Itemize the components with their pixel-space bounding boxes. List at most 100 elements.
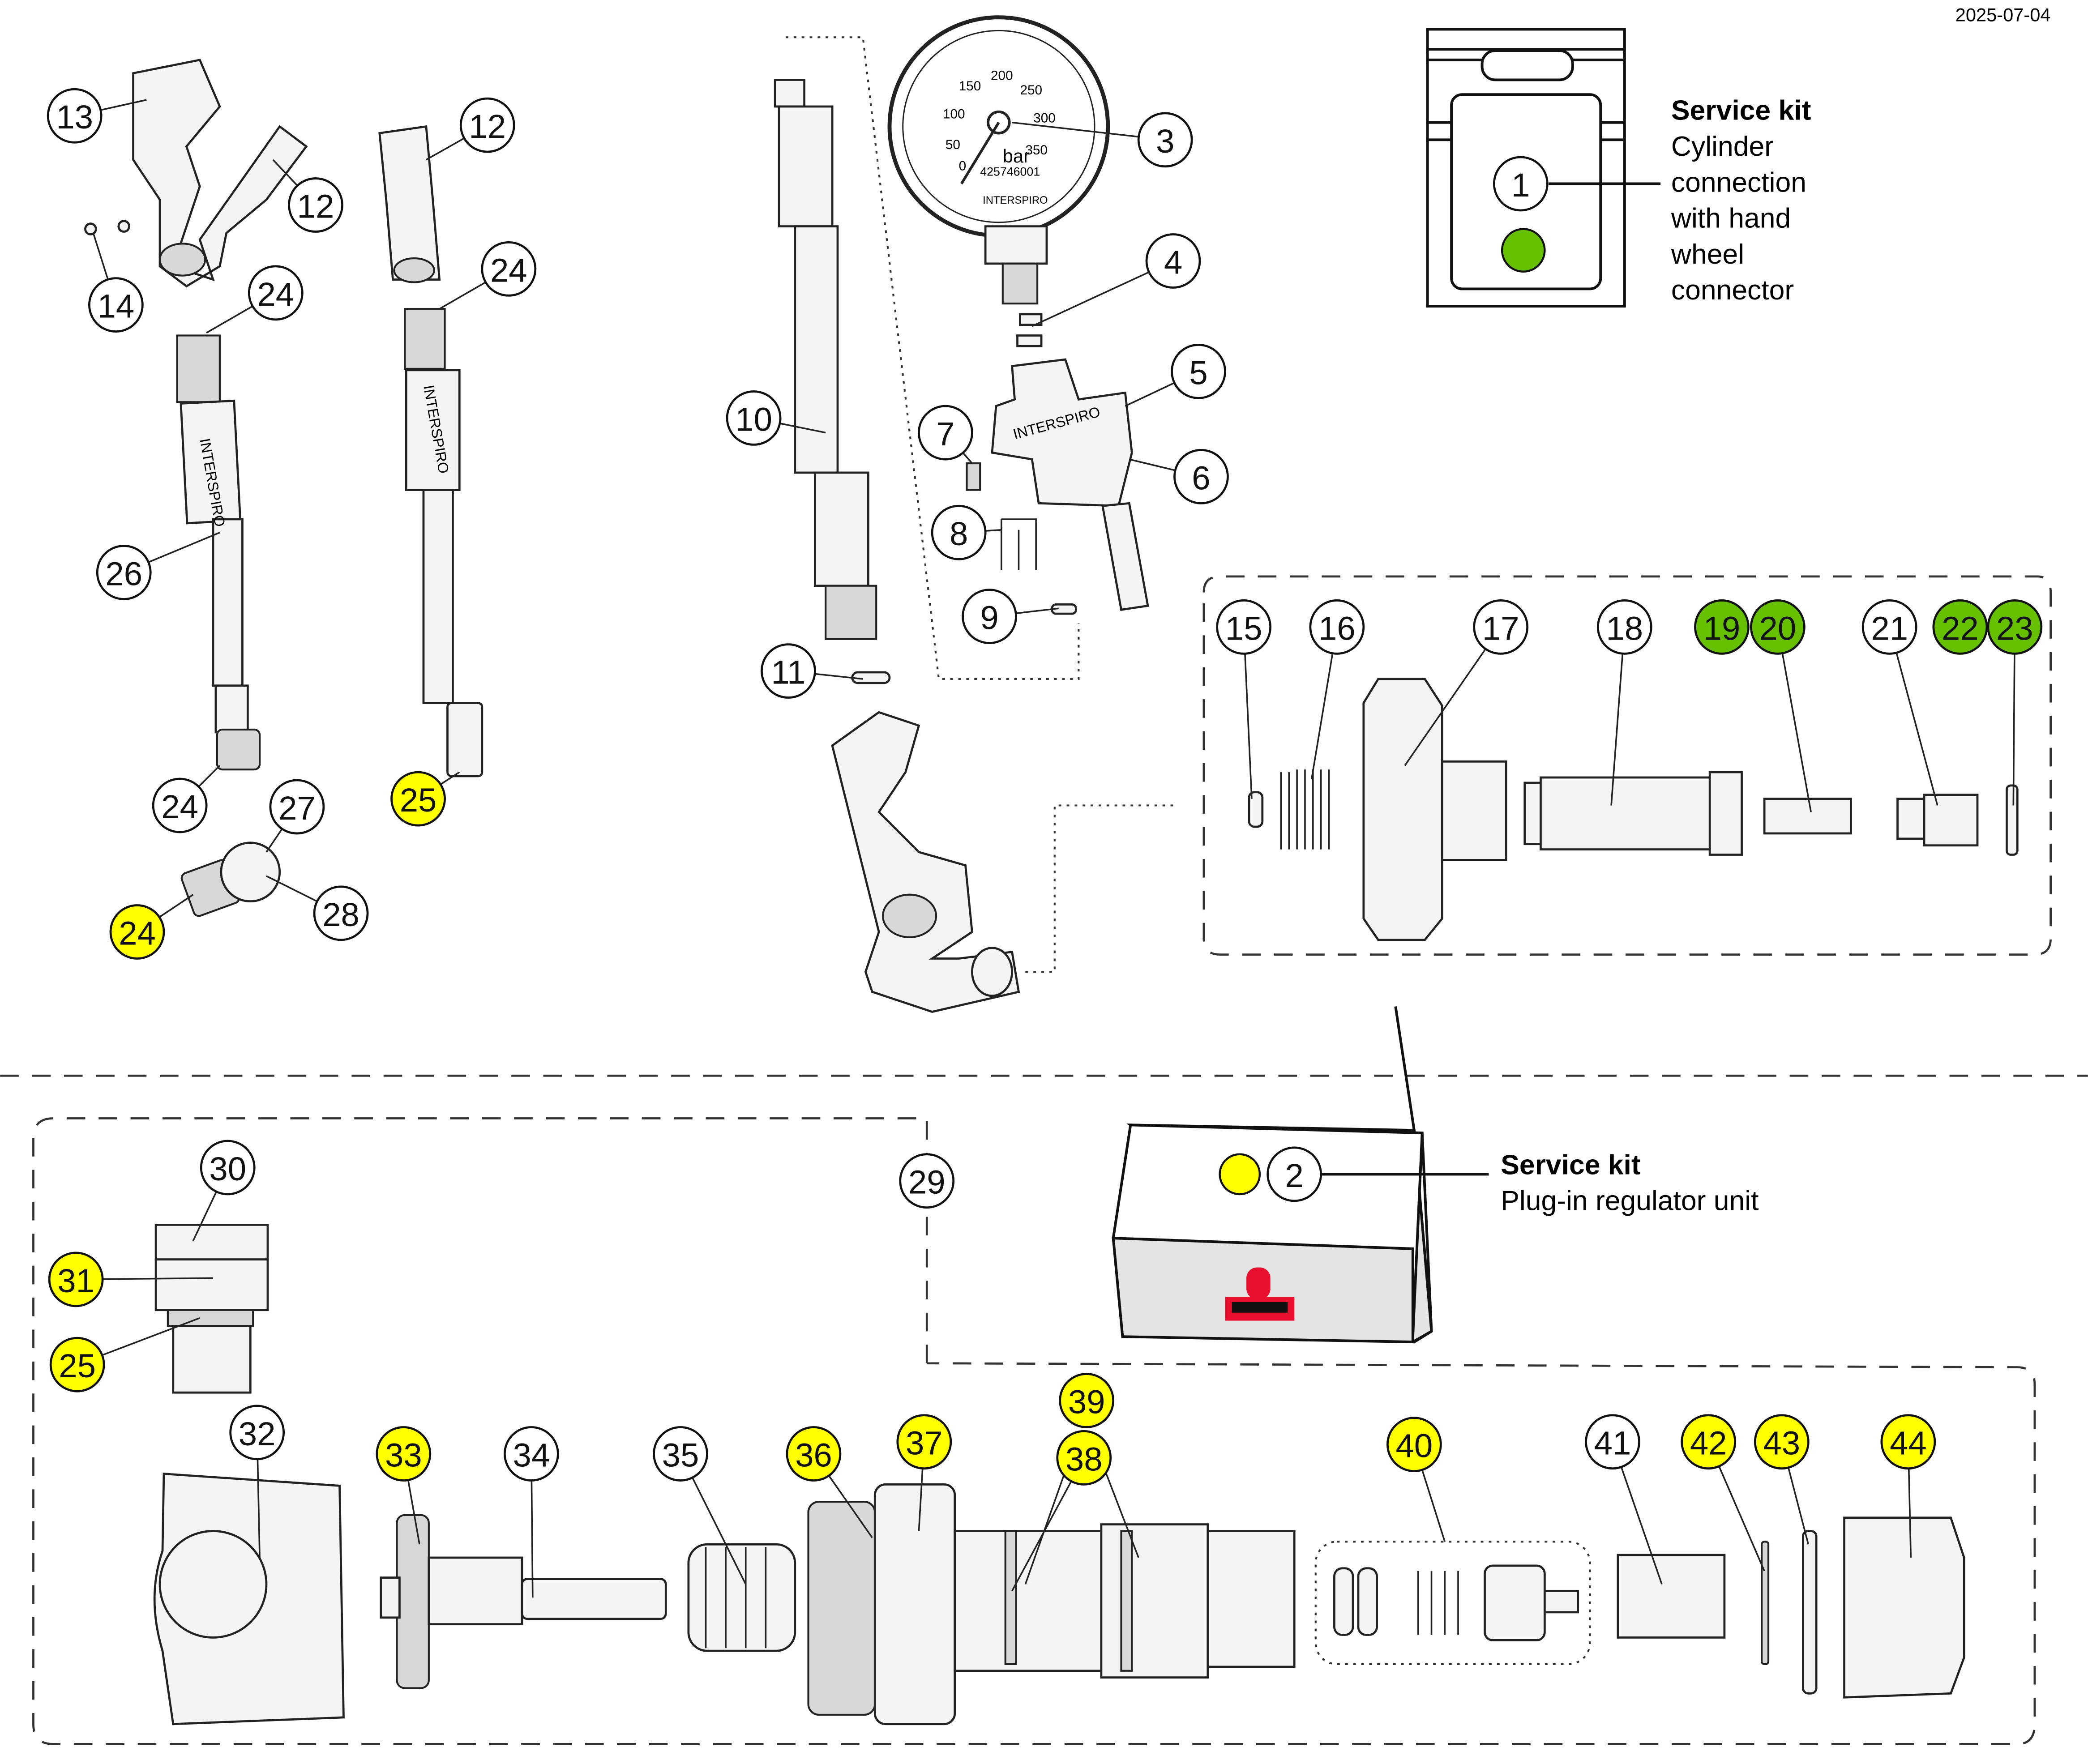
callout-number: 41 [1594, 1425, 1631, 1462]
pressure-gauge-3: bar 425746001 INTERSPIRO 0 50 100 150 20… [887, 15, 1110, 347]
callout-16: 16 [1309, 599, 1365, 655]
callout-9: 9 [962, 589, 1017, 644]
callout-42: 42 [1681, 1414, 1737, 1470]
gauge-tick: 50 [946, 137, 960, 152]
callout-number: 32 [239, 1415, 276, 1452]
callout-circle [1754, 1414, 1810, 1470]
callout-number: 16 [1318, 610, 1356, 647]
callout-7: 7 [918, 405, 973, 461]
callout-circle [1171, 343, 1226, 399]
part-30-31-25 [154, 1224, 269, 1394]
callout-34: 34 [504, 1426, 559, 1482]
callout-circle [1861, 599, 1917, 655]
part-23 [2006, 784, 2019, 856]
gauge-tick: 0 [959, 159, 967, 174]
callout-39: 39 [1059, 1373, 1115, 1428]
callout-number: 42 [1690, 1425, 1727, 1462]
callout-number: 1 [1511, 167, 1530, 204]
spring-35 [687, 1543, 796, 1652]
callout-38: 38 [1056, 1430, 1112, 1486]
part-18 [1523, 771, 1743, 856]
callout-number: 25 [400, 782, 437, 819]
callout-number: 29 [908, 1164, 946, 1201]
callout-circle [1681, 1414, 1737, 1470]
kit-title: Service kit [1671, 95, 1811, 126]
kit-title: Service kit [1501, 1149, 1641, 1180]
group-box-15-23 [1202, 575, 2052, 956]
callout-number: 14 [98, 288, 135, 325]
callout-circle [47, 88, 103, 144]
callout-circle [96, 545, 152, 600]
dotted-assembly-line [1025, 804, 1179, 973]
kit-desc: connector [1671, 274, 1794, 306]
callout-number: 11 [771, 654, 805, 691]
callout-circle [152, 777, 208, 833]
callout-circle [761, 643, 816, 699]
gauge-tick: 150 [959, 79, 981, 94]
callout-number: 3 [1156, 123, 1174, 160]
kit-marker-yellow [1219, 1153, 1261, 1196]
callout-number: 34 [513, 1436, 550, 1474]
callout-number: 17 [1482, 610, 1519, 647]
callout-number: 24 [490, 252, 527, 289]
ring-4 [1019, 313, 1043, 326]
callout-leader [1243, 627, 1253, 799]
kit-marker-green [1501, 228, 1546, 273]
screw-14 [84, 222, 97, 235]
part-41 [1617, 1554, 1726, 1639]
callout-circle [1056, 1430, 1112, 1486]
part-group-40 [1314, 1541, 1591, 1666]
callout-4: 4 [1145, 233, 1201, 289]
gauge-tick: 200 [991, 68, 1013, 83]
callout-number: 43 [1763, 1425, 1800, 1462]
callout-14: 14 [88, 277, 144, 333]
kit-callout-2: 2 [1266, 1146, 1322, 1202]
screw-7 [966, 462, 981, 491]
callout-circle [49, 1337, 105, 1392]
gauge-tick: 250 [1020, 83, 1042, 98]
callout-circle [1309, 599, 1365, 655]
callout-circle [1145, 233, 1201, 289]
callout-35: 35 [653, 1426, 708, 1482]
callout-number: 19 [1703, 610, 1741, 647]
callout-24: 24 [481, 241, 537, 297]
callout-37: 37 [896, 1414, 952, 1470]
callout-number: 4 [1164, 243, 1182, 281]
callout-number: 38 [1065, 1440, 1103, 1478]
part-21 [1896, 794, 1979, 847]
callout-number: 33 [385, 1436, 422, 1474]
hose-10 [774, 79, 891, 684]
callout-24: 24 [248, 265, 304, 321]
callout-circle [1750, 599, 1806, 655]
callout-circle [1585, 1414, 1640, 1470]
callout-circle [1473, 599, 1529, 655]
callout-number: 24 [161, 788, 198, 825]
callout-6: 6 [1173, 448, 1229, 504]
callout-26: 26 [96, 545, 152, 600]
callout-number: 12 [297, 188, 334, 225]
callout-number: 40 [1396, 1427, 1433, 1465]
callout-number: 5 [1189, 354, 1207, 391]
date-label: 2025-07-04 [1955, 4, 2051, 26]
callout-number: 39 [1068, 1383, 1105, 1420]
callout-circle [726, 390, 782, 446]
callout-21: 21 [1861, 599, 1917, 655]
callout-12: 12 [459, 97, 515, 153]
callout-number: 12 [469, 108, 506, 145]
callout-number: 37 [906, 1425, 943, 1462]
callout-number: 9 [980, 599, 998, 636]
callout-number: 22 [1942, 610, 1979, 647]
callout-leader [1404, 626, 1502, 766]
callout-circle [1932, 599, 1988, 655]
connector-12 [378, 125, 441, 283]
callout-11: 11 [761, 643, 816, 699]
callout-circle [1880, 1414, 1936, 1470]
callout-number: 10 [735, 401, 772, 438]
callout-circle [899, 1153, 955, 1209]
callout-number: 27 [278, 790, 316, 827]
callout-number: 7 [936, 415, 954, 453]
group-box-29 [32, 1117, 2036, 1745]
callout-circle [1493, 156, 1549, 212]
screw-14 [117, 220, 131, 233]
callout-circle [931, 504, 987, 560]
